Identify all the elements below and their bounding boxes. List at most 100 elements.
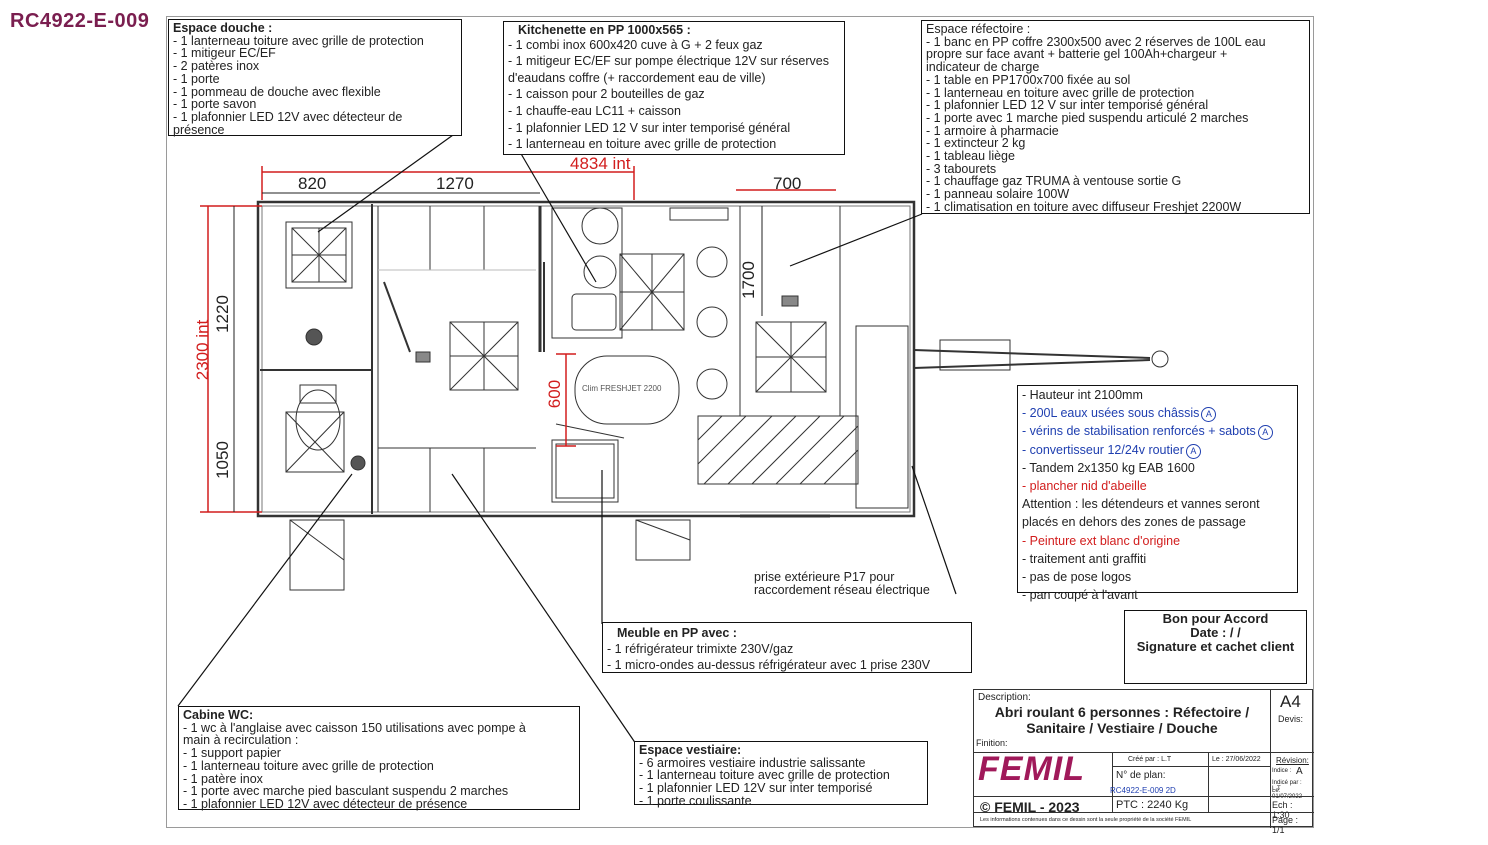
- shower-spec-box: Espace douche : - 1 lanterneau toiture a…: [168, 19, 462, 136]
- dim-2300: 2300 int: [193, 319, 212, 381]
- option-line: - Peinture ext blanc d'origine: [1022, 532, 1293, 550]
- revision-label: Révision:: [1276, 756, 1309, 765]
- dim-1700: 1700: [739, 261, 758, 299]
- options-list: - Hauteur int 2100mm - 200L eaux usées so…: [1022, 386, 1293, 604]
- femil-logo: FEMIL: [978, 750, 1085, 788]
- spec-line: - 1 lanterneau toiture avec grille de pr…: [183, 758, 434, 773]
- divider: [974, 796, 1314, 797]
- approval-line-3: Signature et cachet client: [1136, 639, 1295, 654]
- spec-line: - 1 plafonnier LED 12 V sur inter tempor…: [508, 120, 791, 135]
- indice-label: Indice :: [1272, 768, 1292, 774]
- divider: [1112, 752, 1113, 812]
- spec-line: - 1 mitigeur EC/EF sur pompe électrique …: [508, 54, 829, 69]
- ownership-notice: Les informations contenues dans ce dessi…: [980, 817, 1192, 823]
- meuble-spec-box: Meuble en PP avec : - 1 réfrigérateur tr…: [602, 622, 972, 673]
- option-line: - Hauteur int 2100mm: [1022, 386, 1293, 404]
- option-line: placés en dehors des zones de passage: [1022, 513, 1293, 531]
- scale: Ech : 1:30: [1272, 800, 1293, 820]
- dim-total-length: 4834 int: [570, 154, 631, 173]
- option-line: Attention : les détendeurs et vannes ser…: [1022, 495, 1293, 513]
- dim-600: 600: [545, 379, 564, 409]
- option-line: - plancher nid d'abeille: [1022, 477, 1293, 495]
- plan-number-label: N° de plan:: [1116, 770, 1166, 781]
- option-line: - vérins de stabilisation renforcés + sa…: [1022, 422, 1293, 441]
- divider: [1270, 752, 1271, 828]
- title-block: Description: Abri roulant 6 personnes : …: [973, 689, 1314, 835]
- spec-line: main à recirculation :: [183, 733, 299, 748]
- spec-line: - 1 lanterneau toiture avec grille de pr…: [173, 33, 424, 48]
- option-text: - convertisseur 12/24v routier: [1022, 442, 1184, 457]
- option-line: - traitement anti graffiti: [1022, 550, 1293, 568]
- wc-lines: - 1 wc à l'anglaise avec caisson 150 uti…: [183, 720, 575, 811]
- approval-box: Bon pour Accord Date : / / Signature et …: [1124, 610, 1307, 684]
- spec-line: - 2 patères inox: [173, 59, 260, 74]
- spec-line: - 6 armoires vestiaire industrie salissa…: [639, 755, 866, 770]
- created-date: Le : 27/06/2022: [1212, 756, 1261, 763]
- finition-label: Finition:: [976, 738, 1008, 748]
- refectoire-spec-box: Espace réfectoire : - 1 banc en PP coffr…: [921, 20, 1310, 214]
- spec-line: - 1 climatisation en toiture avec diffus…: [926, 199, 1242, 214]
- vestiaire-lines: - 6 armoires vestiaire industrie salissa…: [639, 755, 923, 808]
- option-text: Attention : les détendeurs et vannes ser…: [1022, 497, 1260, 512]
- spec-line: - 1 plafonnier LED 12 V sur inter tempor…: [926, 98, 1209, 113]
- divider: [1112, 766, 1270, 767]
- option-line: - pas de pose logos: [1022, 568, 1293, 586]
- divider: [974, 752, 1314, 753]
- indice-date: Le: 01/07/2022: [1272, 788, 1303, 800]
- spec-line: indicateur de charge: [926, 60, 1040, 75]
- kitchen-spec-box: Kitchenette en PP 1000x565 : - 1 combi i…: [503, 21, 845, 155]
- option-text: - Peinture ext blanc d'origine: [1022, 533, 1181, 548]
- dim-820: 820: [298, 174, 327, 193]
- indice-value: A: [1296, 766, 1303, 777]
- meuble-title: Meuble en PP avec :: [617, 626, 737, 640]
- spec-line: - 1 wc à l'anglaise avec caisson 150 uti…: [183, 720, 526, 735]
- dim-1220: 1220: [213, 295, 232, 333]
- dim-1050: 1050: [213, 441, 232, 479]
- devis-label: Devis:: [1278, 714, 1304, 724]
- option-text: placés en dehors des zones de passage: [1022, 515, 1246, 530]
- page-number: Page : 1/1: [1272, 815, 1299, 835]
- spec-line: - 1 banc en PP coffre 2300x500 avec 2 ré…: [926, 34, 1266, 49]
- option-text: - vérins de stabilisation renforcés + sa…: [1022, 424, 1256, 439]
- spec-line: - 1 chauffe-eau LC11 + caisson: [508, 104, 681, 119]
- option-line: - Tandem 2x1350 kg EAB 1600: [1022, 459, 1293, 477]
- prise-line-1: prise extérieure P17 pour: [754, 570, 895, 584]
- option-mark-badge: A: [1257, 425, 1273, 441]
- dim-700: 700: [773, 174, 802, 193]
- spec-line: - 1 porte avec marche pied basculant sus…: [183, 784, 509, 799]
- kitchen-title: Kitchenette en PP 1000x565 :: [518, 23, 691, 37]
- meuble-lines: - 1 réfrigérateur trimixte 230V/gaz- 1 m…: [607, 641, 967, 673]
- option-mark-badge: A: [1201, 407, 1217, 423]
- approval-line-2: Date : / /: [1190, 625, 1241, 640]
- spec-line: - 1 caisson pour 2 bouteilles de gaz: [508, 87, 705, 102]
- option-text: - pas de pose logos: [1022, 570, 1132, 585]
- spec-line: - 1 combi inox 600x420 cuve à G + 2 feux…: [508, 37, 763, 52]
- format: A4: [1280, 692, 1301, 711]
- description-label: Description:: [978, 692, 1031, 703]
- refectoire-lines: - 1 banc en PP coffre 2300x500 avec 2 ré…: [926, 34, 1305, 214]
- spec-line: - 1 porte savon: [173, 97, 257, 112]
- drawing-sheet: [166, 16, 1314, 828]
- clim-label: Clim FRESHJET 2200: [582, 384, 662, 393]
- vestiaire-spec-box: Espace vestiaire: - 6 armoires vestiaire…: [634, 741, 928, 808]
- spec-line: - 1 pommeau de douche avec flexible: [173, 84, 381, 99]
- ptc: PTC : 2240 Kg: [1116, 799, 1189, 811]
- option-line: - pan coupé à l'avant: [1022, 586, 1293, 604]
- options-box: - Hauteur int 2100mm - 200L eaux usées so…: [1017, 385, 1298, 602]
- approval-line-1: Bon pour Accord: [1162, 611, 1269, 626]
- wc-spec-box: Cabine WC: - 1 wc à l'anglaise avec cais…: [178, 706, 580, 810]
- spec-line: - 1 lanterneau toiture avec grille de pr…: [639, 768, 890, 783]
- divider: [1270, 690, 1271, 752]
- option-mark-badge: A: [1185, 443, 1201, 459]
- option-text: - traitement anti graffiti: [1022, 551, 1147, 566]
- wc-title: Cabine WC:: [183, 708, 254, 722]
- spec-line: - 1 mitigeur EC/EF: [173, 46, 276, 61]
- spec-line: - 1 table en PP1700x700 fixée au sol: [926, 72, 1131, 87]
- spec-line: - 1 chauffage gaz TRUMA à ventouse sorti…: [926, 174, 1182, 189]
- plan-number: RC4922-E-009 2D: [1110, 786, 1176, 795]
- option-text: - Hauteur int 2100mm: [1022, 388, 1143, 402]
- option-text: - pan coupé à l'avant: [1022, 588, 1138, 603]
- option-text: - 200L eaux usées sous châssis: [1022, 406, 1200, 421]
